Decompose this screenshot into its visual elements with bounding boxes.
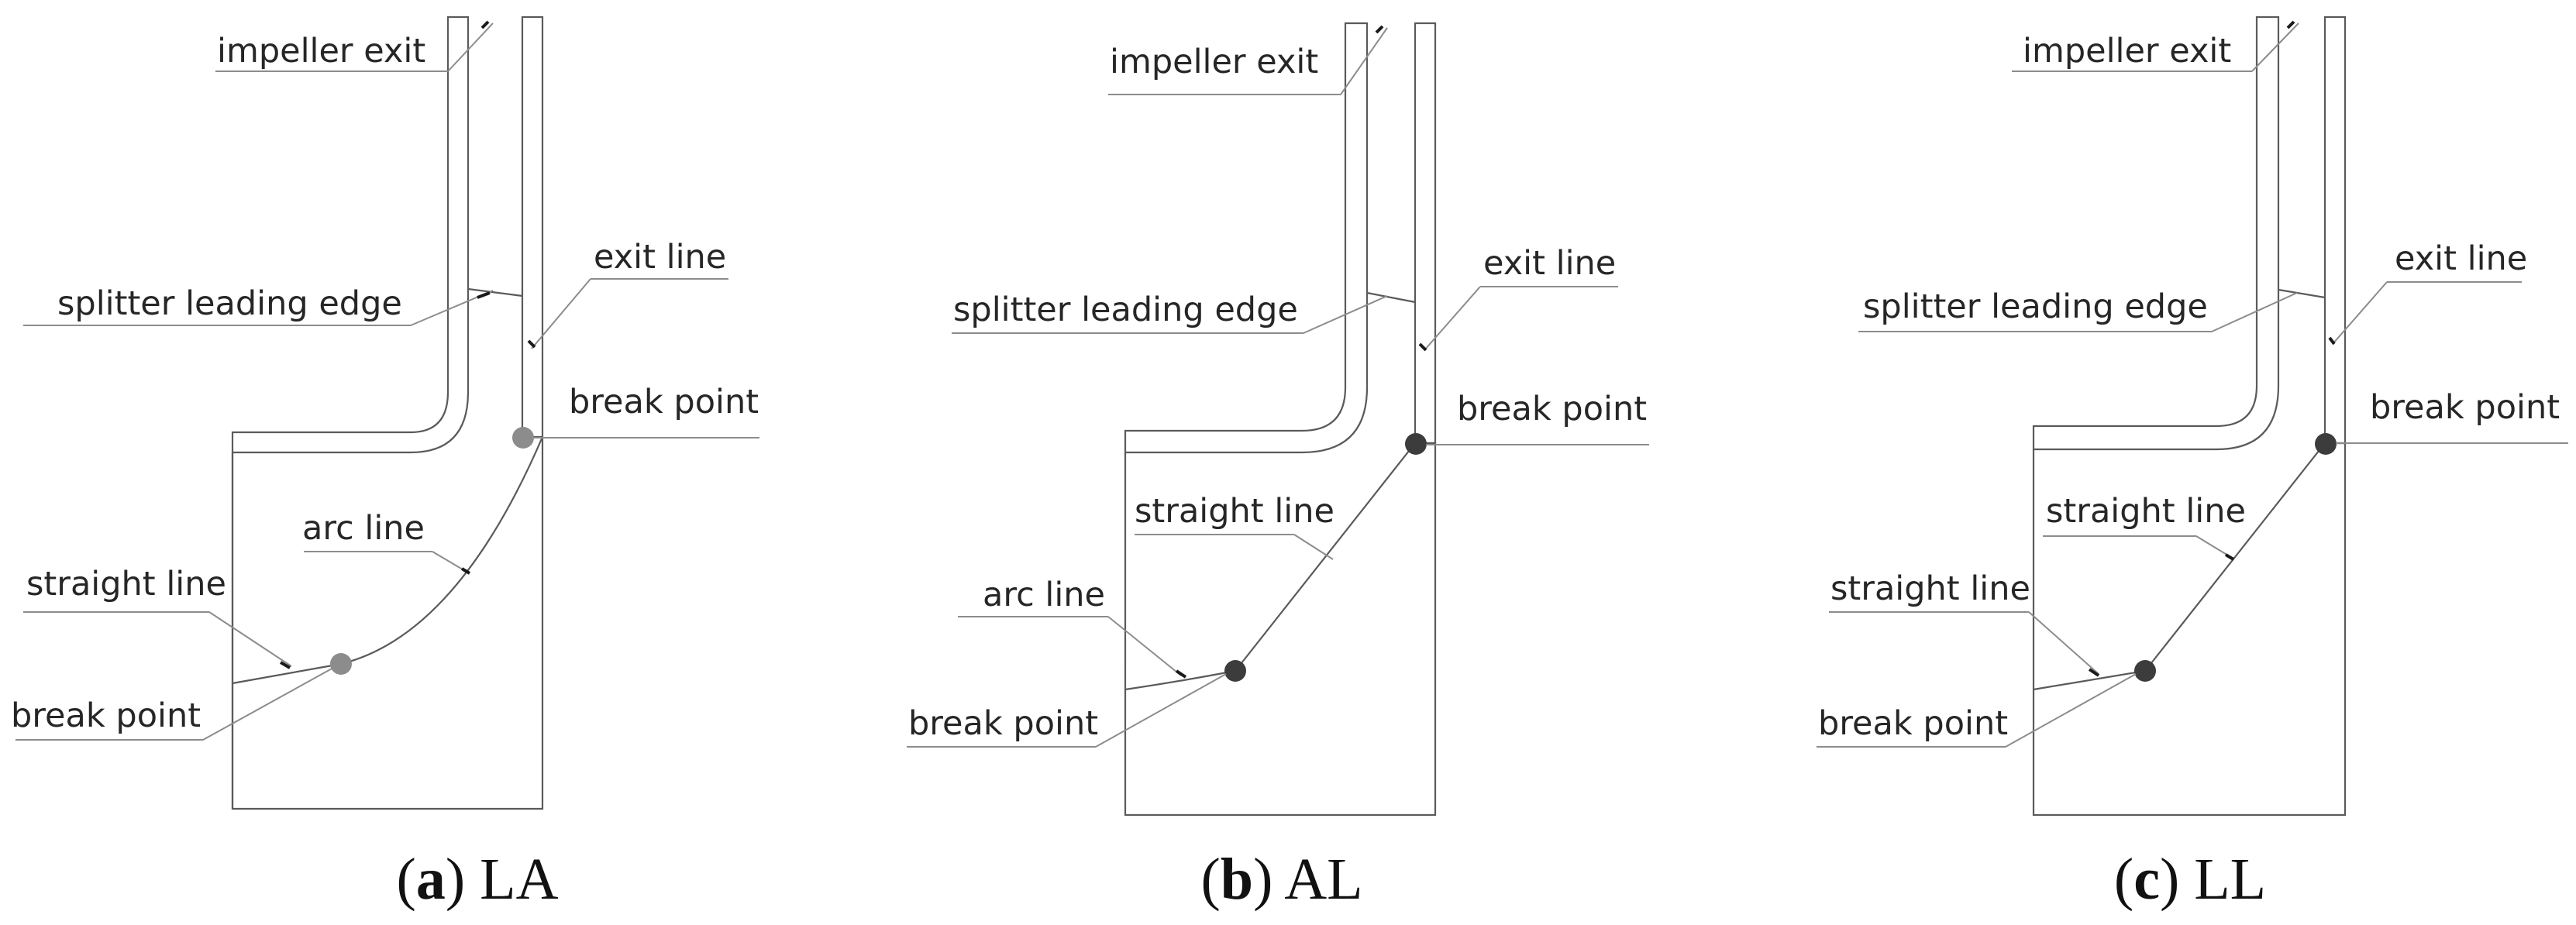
straight-line-label: straight line	[26, 565, 226, 603]
exit-line-mark	[1366, 291, 1416, 304]
exit-line-mark	[467, 287, 523, 297]
hub-wall	[1414, 22, 1437, 445]
shroud-wall	[231, 15, 470, 454]
lower-straight-line-label: straight line	[1830, 569, 2030, 608]
upper-break-point	[1405, 433, 1427, 455]
straight-line-label: straight line	[1135, 492, 1334, 531]
upper-break-point	[2315, 433, 2337, 455]
impeller-exit-label: impeller exit	[1110, 43, 1318, 81]
splitter-leading-edge-label: splitter leading edge	[57, 284, 402, 323]
blade-region	[1124, 442, 1437, 817]
exit-line-mark	[2278, 288, 2326, 299]
shroud-wall	[1124, 22, 1369, 454]
exit-line-label: exit line	[2395, 239, 2527, 278]
upper-break-point-label: break point	[569, 383, 759, 421]
arc-line-label: arc line	[302, 509, 425, 548]
upper-break-point	[512, 427, 534, 449]
panel-a: impeller exit splitter leading edge exit…	[11, 15, 759, 912]
exit-line-label: exit line	[594, 238, 726, 277]
lower-break-point-label: break point	[1818, 704, 2008, 743]
splitter-leading-edge-label: splitter leading edge	[953, 291, 1298, 329]
hub-wall	[2323, 15, 2347, 445]
shroud-wall	[2032, 15, 2280, 451]
upper-break-point-label: break point	[1457, 390, 1647, 428]
panel-b: impeller exit splitter leading edge exit…	[907, 22, 1649, 912]
caption-c: (c) LL	[2114, 847, 2266, 912]
lower-break-point-label: break point	[908, 704, 1098, 743]
caption-a: (a) LA	[397, 847, 559, 912]
exit-line-label: exit line	[1483, 244, 1616, 283]
middle-straight-line-label: straight line	[2046, 492, 2246, 531]
impeller-exit-label: impeller exit	[2023, 32, 2231, 70]
upper-break-point-label: break point	[2370, 388, 2560, 427]
panel-c: impeller exit splitter leading edge exit…	[1817, 15, 2568, 912]
lower-break-point-label: break point	[11, 696, 201, 735]
splitter-leading-edge-label: splitter leading edge	[1863, 287, 2208, 326]
caption-b: (b) AL	[1200, 847, 1362, 912]
hub-wall	[521, 15, 544, 438]
lower-break-point	[2134, 660, 2156, 682]
impeller-exit-label: impeller exit	[217, 32, 425, 70]
blade-region	[231, 436, 544, 810]
lower-break-point	[1224, 660, 1246, 682]
lower-break-point	[330, 653, 352, 675]
arc-line-label: arc line	[983, 576, 1105, 614]
